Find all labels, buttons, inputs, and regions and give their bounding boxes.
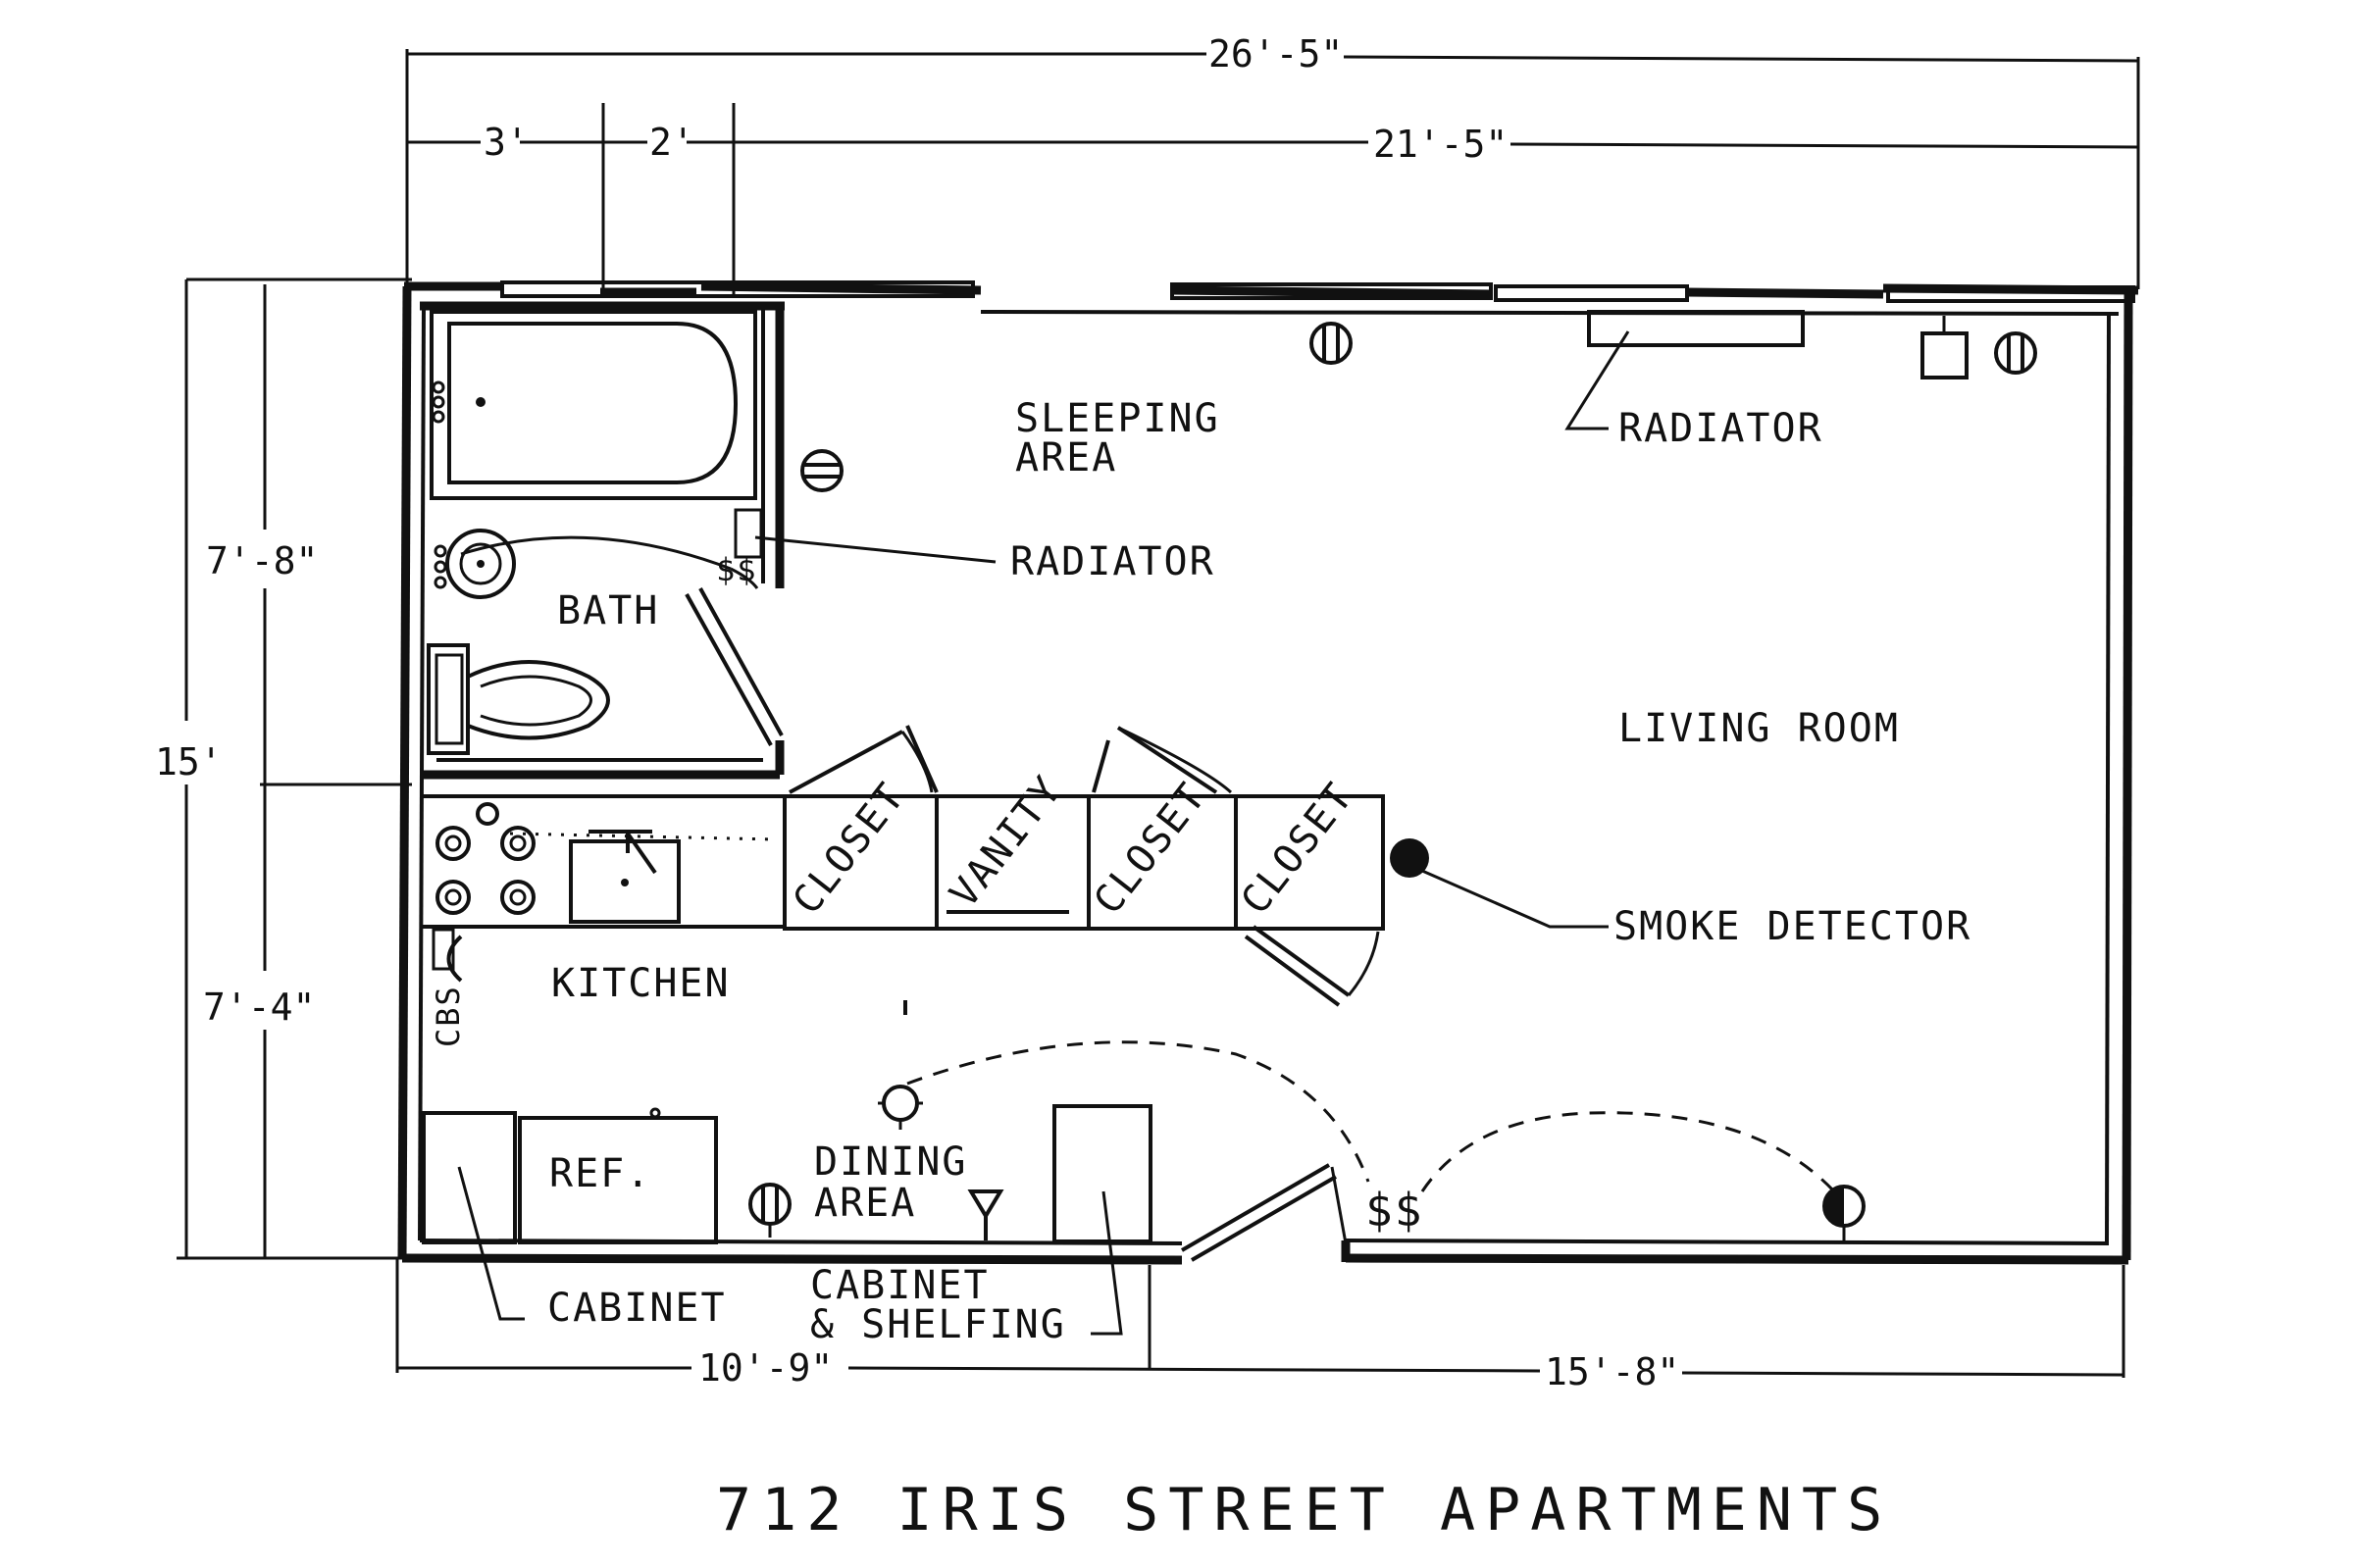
outlet-icon: [800, 449, 844, 492]
entry-switch-symbol: $$: [1365, 1184, 1423, 1237]
dim-bottom-left: 10'-9": [698, 1346, 833, 1390]
kitchen-sink: [569, 830, 681, 924]
bath-room-walls: [420, 301, 785, 780]
cbs-label: CBS: [430, 985, 467, 1047]
stove: [435, 802, 536, 915]
dim-height-lower: 7'-4": [203, 986, 315, 1029]
bath-switch-symbol: $$: [716, 551, 758, 588]
smoke-detector-label: SMOKE DETECTOR: [1613, 904, 1971, 949]
outlet-icon: [1309, 322, 1353, 365]
bath-label: BATH: [557, 588, 659, 633]
kitchen-label: KITCHEN: [551, 961, 731, 1006]
dining-area-label-2: AREA: [814, 1181, 916, 1226]
dim-bottom-right: 15'-8": [1545, 1350, 1679, 1393]
bath-sink: [434, 529, 516, 599]
radiator-bath-label: RADIATOR: [1010, 539, 1215, 584]
dim-height-upper: 7'-8": [206, 539, 318, 582]
cabinet-shelving: [1052, 1104, 1152, 1243]
callout-leaders: [457, 330, 1630, 1336]
sleeping-area-label-2: AREA: [1015, 435, 1117, 481]
junction-box-icon: [1920, 331, 1969, 379]
outlet-icon: [748, 1183, 792, 1238]
closet-row: [420, 725, 1385, 1007]
toilet: [427, 643, 610, 755]
smoke-detector-icon: [1390, 838, 1429, 878]
cabinet-label: CABINET: [547, 1286, 727, 1331]
cabinet-shelving-label-2: & SHELFING: [810, 1302, 1066, 1347]
vanity-label: VANITY: [942, 768, 1072, 917]
half-switched-outlet-icon: [1822, 1185, 1866, 1240]
living-room-light-arc: [1420, 1111, 1836, 1193]
ceiling-light-icon: [878, 1085, 923, 1130]
dim-height-total: 15': [155, 740, 223, 784]
dim-3ft: 3': [484, 121, 529, 164]
dim-21ft: 21'-5": [1373, 123, 1508, 166]
cabinet-shelving-label-1: CABINET: [810, 1263, 990, 1308]
sleeping-area-label-1: SLEEPING: [1015, 396, 1220, 441]
exterior-walls: [397, 280, 2139, 1265]
dimension-lines: [177, 49, 2140, 1378]
dim-overall-width: 26'-5": [1208, 32, 1343, 76]
entry-door: [906, 1040, 1370, 1262]
outlet-icon: [1994, 331, 2037, 375]
living-room-label: LIVING ROOM: [1618, 706, 1900, 751]
radiator-top-label: RADIATOR: [1618, 406, 1823, 451]
circuit-breaker: [432, 928, 463, 983]
dim-2ft: 2': [649, 121, 694, 164]
bathtub: [430, 310, 757, 500]
plan-title: 712 IRIS STREET APARTMENTS: [716, 1476, 1892, 1544]
radiator-top: [1587, 310, 1805, 347]
ref-label: REF.: [549, 1151, 651, 1196]
antenna-icon: [967, 1189, 1004, 1240]
bath-door: $$: [460, 508, 784, 746]
tub-faucet-icon: [432, 380, 445, 424]
kitchen-appliances: [422, 1107, 718, 1244]
dining-area-label-1: DINING: [814, 1139, 968, 1185]
